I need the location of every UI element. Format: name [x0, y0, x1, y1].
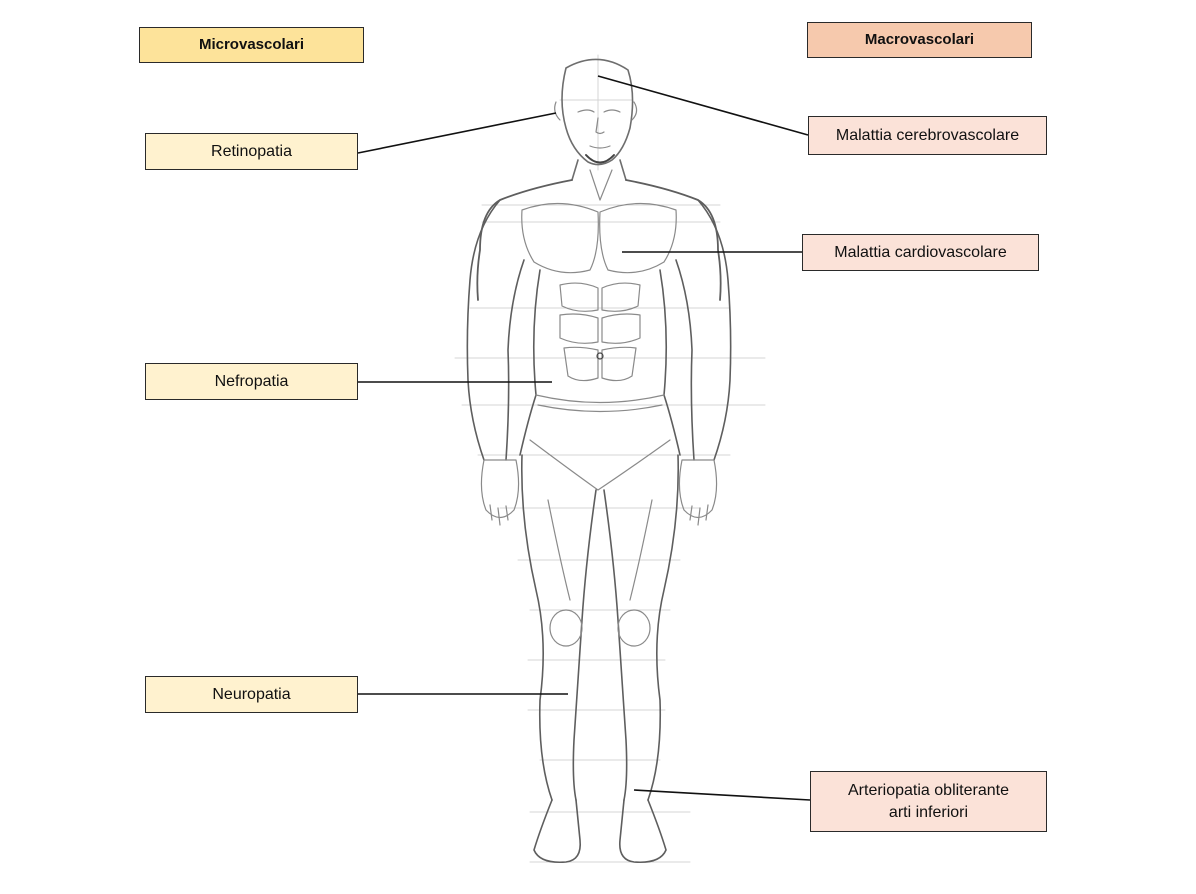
torso-outline	[476, 179, 722, 301]
right-fingers	[689, 504, 709, 526]
left-hand	[480, 459, 520, 519]
belt-line	[535, 394, 665, 413]
jaw-shade	[585, 154, 615, 164]
leader-lines	[357, 75, 811, 801]
thigh-muscles	[547, 499, 653, 601]
neck	[571, 159, 627, 181]
label-malattia-cerebrovascolare: Malattia cerebrovascolare	[808, 116, 1047, 155]
label-malattia-cardiovascolare: Malattia cardiovascolare	[802, 234, 1039, 271]
abdominal-muscles	[559, 282, 641, 382]
right-knee	[617, 609, 651, 647]
pelvis-line	[529, 439, 671, 491]
label-neuropatia: Neuropatia	[145, 676, 358, 713]
microvascular-header: Microvascolari	[139, 27, 364, 63]
right-arm	[675, 199, 732, 461]
left-ear	[554, 101, 561, 121]
left-arm	[466, 199, 525, 461]
waist-outline	[519, 269, 681, 456]
mouth	[589, 145, 611, 149]
leader-cerebrovascolare	[597, 75, 809, 136]
macrovascular-header: Macrovascolari	[807, 22, 1032, 58]
label-nefropatia: Nefropatia	[145, 363, 358, 400]
neck-muscles	[589, 169, 613, 201]
right-leg	[603, 454, 680, 801]
left-knee	[549, 609, 583, 647]
arteriopatia-line-2: arti inferiori	[888, 803, 969, 821]
label-arteriopatia-obliterante: Arteriopatia obliterante arti inferiori	[810, 771, 1047, 832]
label-retinopatia: Retinopatia	[145, 133, 358, 170]
left-leg	[520, 454, 597, 801]
leader-retinopatia	[357, 112, 557, 154]
eyes	[577, 109, 621, 113]
arteriopatia-line-1: Arteriopatia obliterante	[848, 781, 1009, 799]
left-fingers	[489, 504, 509, 526]
leader-arteriopatia	[633, 789, 811, 801]
left-foot	[533, 799, 582, 864]
navel	[596, 352, 604, 360]
right-pectoral	[599, 202, 677, 274]
nose	[595, 117, 605, 135]
right-foot	[618, 799, 667, 864]
right-hand	[678, 459, 718, 519]
left-pectoral	[521, 202, 599, 274]
right-ear	[631, 101, 638, 121]
head-outline	[561, 58, 634, 166]
